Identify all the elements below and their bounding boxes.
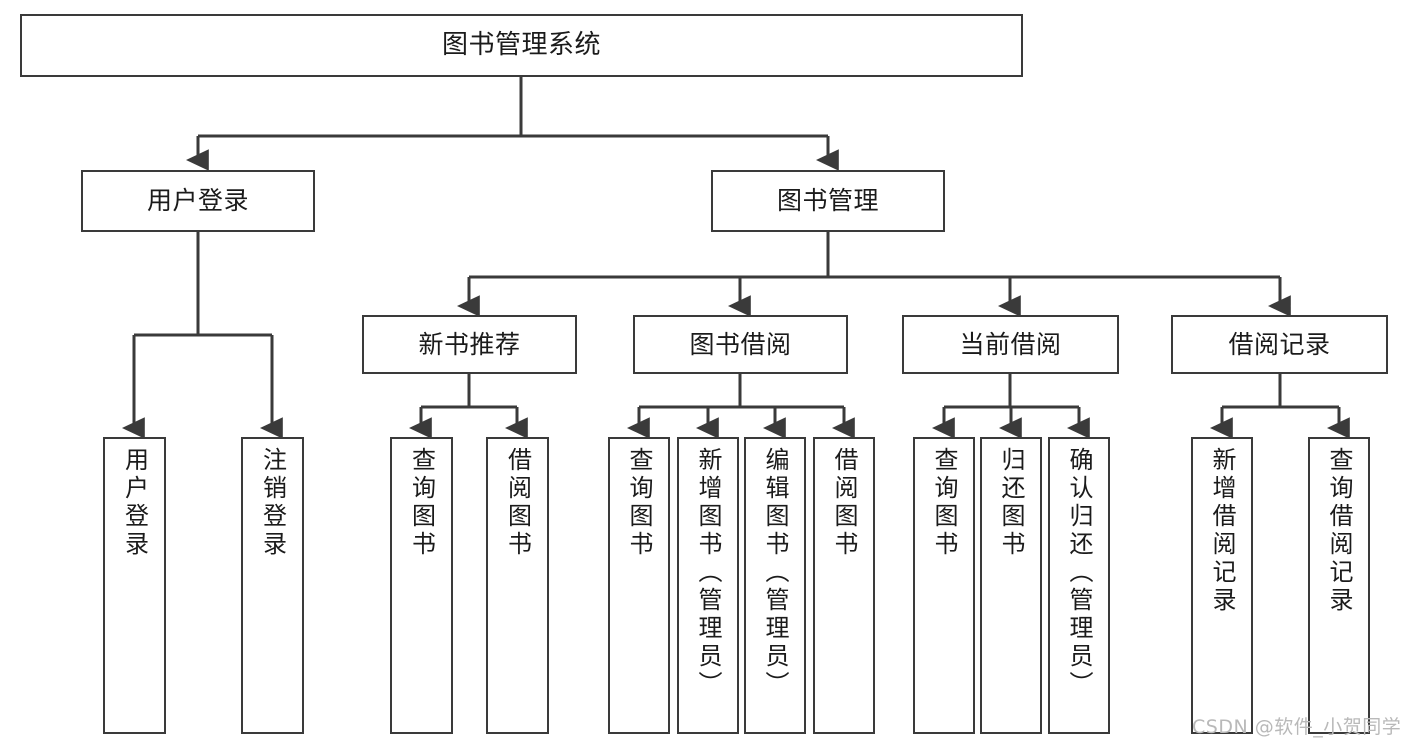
leaf-return-book[interactable]: 归还图书 (980, 437, 1042, 734)
node-current-borrow[interactable]: 当前借阅 (902, 315, 1119, 374)
node-label: 查询图书 (930, 447, 958, 559)
leaf-query-borrow-record[interactable]: 查询借阅记录 (1308, 437, 1370, 734)
node-label: 借阅记录 (1228, 329, 1331, 359)
node-label: 注销登录 (258, 447, 287, 559)
node-label: 查询图书 (407, 447, 436, 559)
leaf-user-login[interactable]: 用户登录 (103, 437, 166, 734)
leaf-borrow-book-recommend[interactable]: 借阅图书 (486, 437, 549, 734)
leaf-confirm-return-admin[interactable]: 确认归还（管理员） (1048, 437, 1110, 734)
node-label: 用户登录 (120, 447, 149, 559)
node-label: 新书推荐 (418, 329, 521, 359)
leaf-borrow-book[interactable]: 借阅图书 (813, 437, 875, 734)
node-label: 图书管理 (776, 186, 879, 216)
node-user-login[interactable]: 用户登录 (81, 170, 315, 232)
leaf-query-book-current[interactable]: 查询图书 (913, 437, 975, 734)
node-label: 图书借阅 (689, 329, 792, 359)
node-label: 图书管理系统 (441, 30, 601, 61)
leaf-add-book-admin[interactable]: 新增图书（管理员） (677, 437, 739, 734)
leaf-edit-book-admin[interactable]: 编辑图书（管理员） (744, 437, 806, 734)
node-label: 确认归还（管理员） (1065, 447, 1093, 699)
node-label: 查询借阅记录 (1325, 447, 1353, 615)
node-new-book-recommend[interactable]: 新书推荐 (362, 315, 577, 374)
node-label: 归还图书 (997, 447, 1025, 559)
node-borrow-record[interactable]: 借阅记录 (1171, 315, 1388, 374)
leaf-user-logout[interactable]: 注销登录 (241, 437, 304, 734)
leaf-add-borrow-record[interactable]: 新增借阅记录 (1191, 437, 1253, 734)
leaf-query-book-recommend[interactable]: 查询图书 (390, 437, 453, 734)
leaf-query-book-borrow[interactable]: 查询图书 (608, 437, 670, 734)
node-label: 用户登录 (146, 186, 249, 216)
node-label: 编辑图书（管理员） (761, 447, 789, 699)
node-label: 新增借阅记录 (1208, 447, 1236, 615)
node-label: 借阅图书 (503, 447, 532, 559)
node-book-borrow[interactable]: 图书借阅 (633, 315, 848, 374)
watermark: CSDN @软件_小贺同学 (1192, 716, 1402, 738)
node-root-system[interactable]: 图书管理系统 (20, 14, 1023, 77)
node-label: 新增图书（管理员） (694, 447, 722, 699)
node-label: 当前借阅 (959, 329, 1062, 359)
node-label: 查询图书 (625, 447, 653, 559)
node-label: 借阅图书 (830, 447, 858, 559)
node-book-manage[interactable]: 图书管理 (711, 170, 945, 232)
